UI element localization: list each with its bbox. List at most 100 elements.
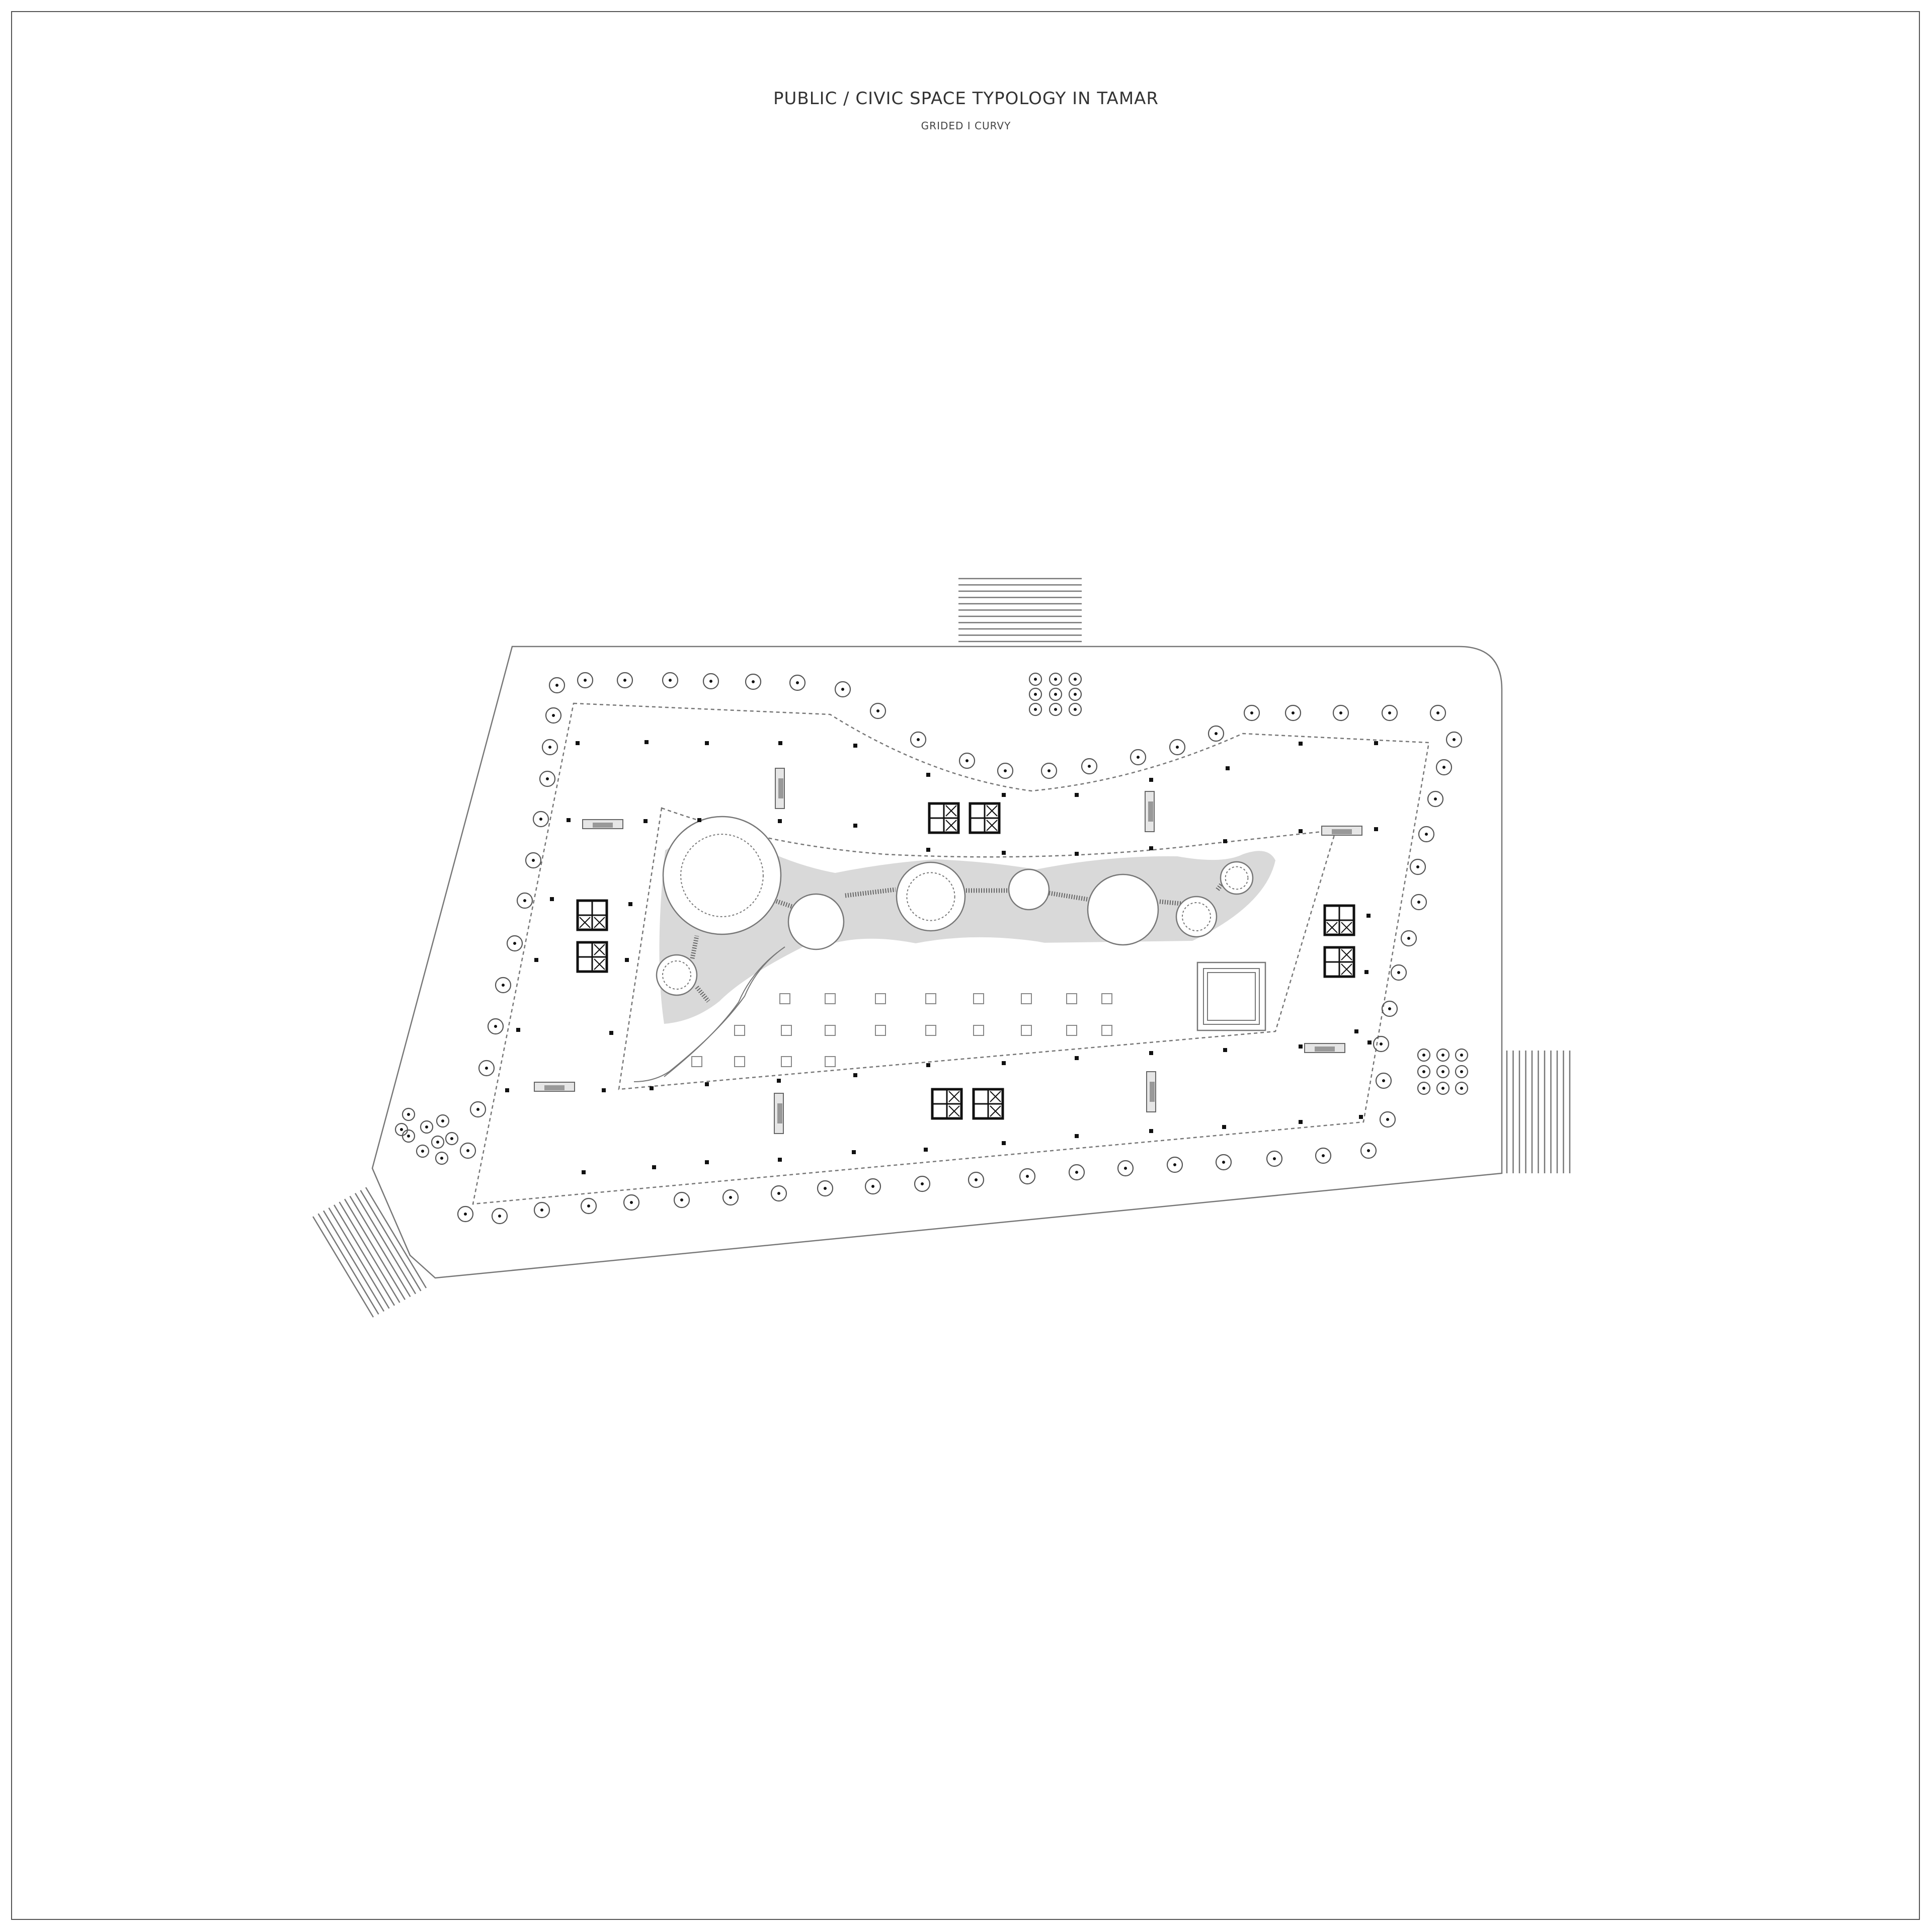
tree-icon [770, 1185, 787, 1202]
tree-canopy [1435, 759, 1453, 776]
tree-icon [445, 1132, 459, 1146]
tree-icon [1166, 1156, 1183, 1173]
column-marker-icon [1374, 827, 1378, 831]
bench-back [593, 823, 613, 828]
tree-icon [1068, 687, 1082, 701]
tree-canopy [1028, 672, 1042, 686]
tree-icon [1455, 1048, 1469, 1062]
tree-icon [1360, 1142, 1377, 1159]
tree-trunk [917, 738, 920, 741]
column-marker-icon [534, 958, 538, 962]
tree-trunk [1380, 1042, 1383, 1045]
tree-canopy [491, 1208, 508, 1225]
tree-canopy [436, 1114, 450, 1128]
paving-square [1021, 993, 1032, 1004]
tree-canopy [401, 1129, 416, 1143]
tree-icon [997, 762, 1014, 779]
tree-icon [495, 977, 512, 994]
tree-canopy [445, 1132, 459, 1146]
pool-inner-ring [680, 834, 764, 917]
tree-icon [532, 811, 549, 828]
column-marker-icon [1359, 1115, 1363, 1119]
kiosk-cross [945, 820, 957, 831]
tree-trunk [498, 1215, 501, 1218]
tree-icon [401, 1129, 416, 1143]
tree-trunk [407, 1113, 410, 1116]
tree-trunk [513, 942, 516, 945]
garden-path [817, 937, 1151, 957]
round-pool [1087, 873, 1159, 946]
tree-trunk [546, 777, 549, 780]
tree-icon [817, 1180, 834, 1197]
tree-canopy [487, 1018, 504, 1035]
tree-icon [469, 1101, 487, 1118]
tree-canopy [722, 1189, 739, 1206]
tree-trunk [965, 759, 969, 762]
tree-canopy [968, 1171, 985, 1188]
tree-trunk [1441, 1070, 1444, 1073]
tree-trunk [680, 1198, 683, 1201]
tree-trunk [729, 1196, 732, 1199]
tree-trunk [1453, 738, 1456, 741]
tree-canopy [1049, 672, 1063, 686]
stair-tread [312, 1216, 374, 1318]
tree-trunk [1034, 678, 1037, 681]
tree-icon [525, 852, 542, 869]
column-marker-icon [1367, 1040, 1372, 1044]
tree-canopy [1068, 687, 1082, 701]
tree-icon [1208, 725, 1225, 742]
tree-trunk [584, 679, 587, 682]
tree-icon [416, 1144, 430, 1158]
tree-canopy [1208, 725, 1225, 742]
tree-icon [1410, 894, 1427, 911]
bench-back [1148, 801, 1153, 822]
stairs-east [1506, 1051, 1571, 1173]
tree-trunk [1416, 865, 1419, 868]
tree-trunk [1026, 1175, 1029, 1178]
kiosk-cross [986, 820, 998, 831]
tree-canopy [577, 672, 594, 689]
tree-canopy [1243, 704, 1260, 721]
tree-trunk [709, 680, 712, 683]
tree-canopy [495, 977, 512, 994]
tree-trunk [440, 1157, 443, 1160]
tree-trunk [502, 984, 505, 987]
tree-icon [401, 1107, 416, 1121]
tree-canopy [1427, 790, 1444, 808]
tree-icon [1049, 702, 1063, 716]
stairs-north [958, 578, 1082, 642]
kiosk-cross [1341, 922, 1352, 933]
tree-icon [533, 1201, 550, 1219]
tree-icon [1375, 1072, 1392, 1089]
tree-trunk [1417, 901, 1420, 904]
tree-icon [1040, 762, 1058, 779]
tree-canopy [1068, 1164, 1085, 1181]
bench-back [1332, 829, 1352, 834]
tree-trunk [1422, 1070, 1425, 1073]
kiosk-cross [945, 805, 957, 817]
tree-trunk [752, 680, 755, 683]
tree-icon [1379, 1111, 1396, 1128]
tree-icon [702, 673, 719, 690]
kiosk-icon [1323, 904, 1355, 936]
tree-icon [459, 1142, 476, 1159]
tree-trunk [1441, 1087, 1444, 1090]
tree-icon [1417, 1081, 1431, 1095]
tree-icon [1455, 1065, 1469, 1079]
tree-canopy [420, 1120, 434, 1134]
stair-tread [333, 1204, 395, 1306]
paving-square [734, 1056, 745, 1067]
tree-canopy [910, 731, 927, 748]
column-marker-icon [1075, 1056, 1079, 1060]
tree-canopy [532, 811, 549, 828]
column-marker-icon [1364, 970, 1369, 974]
tree-icon [1315, 1147, 1332, 1164]
tree-canopy [869, 702, 887, 719]
tree-icon [1373, 1035, 1390, 1053]
tree-canopy [1417, 1081, 1431, 1095]
tree-canopy [431, 1135, 445, 1149]
stair-tread [317, 1213, 379, 1315]
tree-icon [1266, 1150, 1283, 1167]
tree-canopy [1068, 672, 1082, 686]
column-marker-icon [652, 1165, 656, 1169]
